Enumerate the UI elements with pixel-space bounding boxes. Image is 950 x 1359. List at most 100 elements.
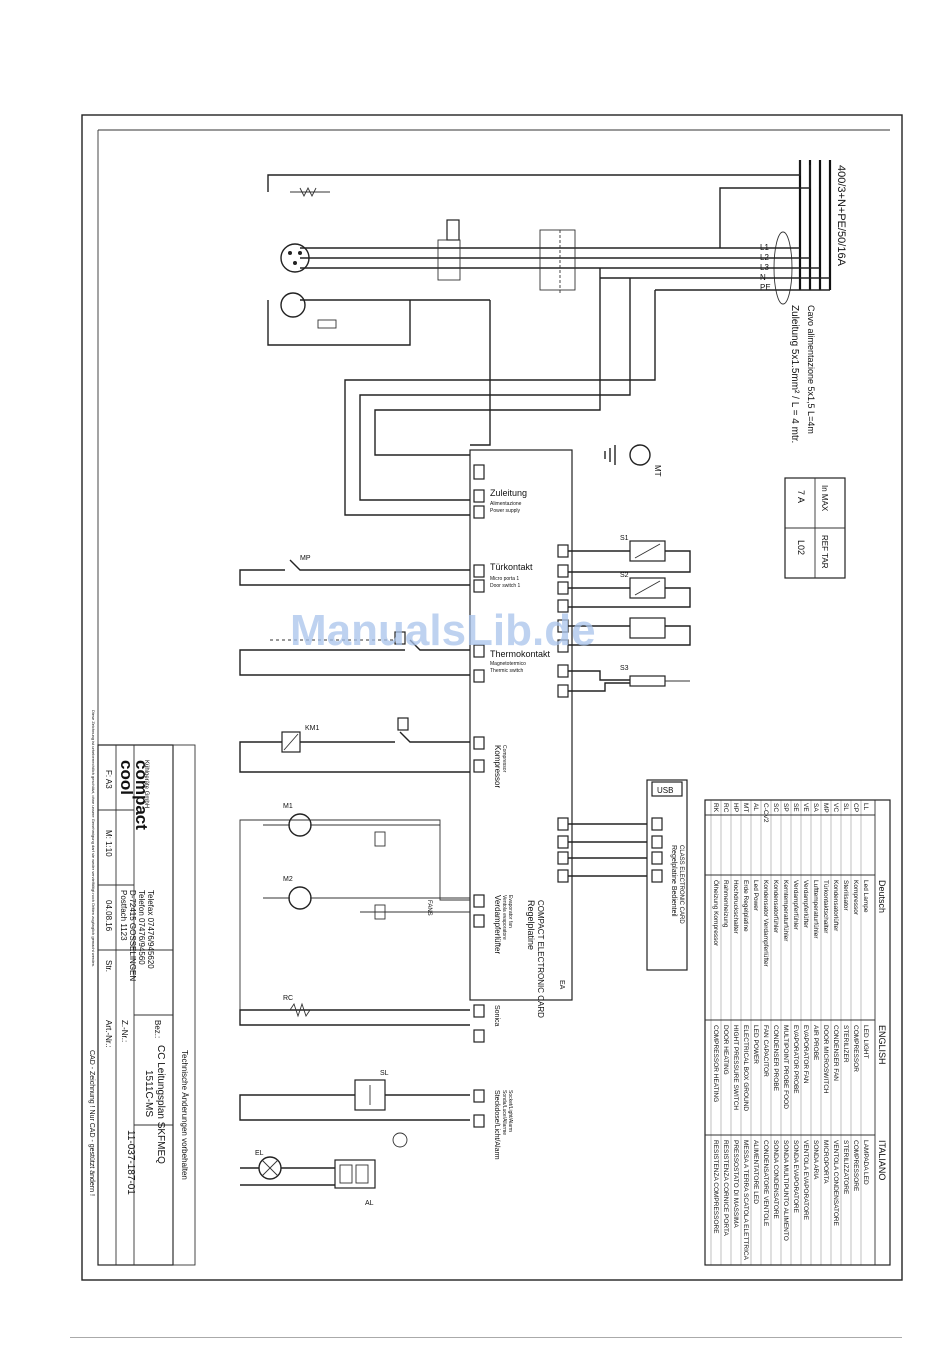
probe-s3-label: S3: [620, 665, 629, 672]
legend-code: RC: [722, 803, 729, 813]
legend-code: AL: [752, 803, 759, 811]
sterilizer-circuit: SL: [239, 1070, 470, 1121]
legend-italian: RESISTENZA COMPRESSORE: [712, 1140, 719, 1234]
legend-code: VE: [802, 803, 809, 812]
bez-value-2: 1511C-MS: [143, 1070, 154, 1117]
card-light-sub1: Sonda/Luce/Allarme: [501, 1090, 507, 1135]
legend-code: C-CV2: [762, 803, 769, 823]
card-door-sub1: Micro porta 1: [490, 576, 519, 582]
card-supply-sub2: Power supply: [490, 508, 521, 514]
legend-italian: LAMPADA LED: [862, 1140, 869, 1185]
sheet-frame: [81, 114, 903, 1281]
legend-english: HIGHT PRESSURE SWITCH: [732, 1025, 739, 1110]
legend-english: DOOR HEATING: [722, 1025, 729, 1075]
company-logo-top: cool: [117, 760, 136, 795]
legend-code: SC: [772, 803, 779, 812]
legend-code: SP: [782, 803, 789, 812]
legend-italian: VENTOLA EVAPORATORE: [802, 1140, 809, 1221]
legend-german: Led Lampe: [862, 880, 869, 913]
z-label: Z.-Nr.:: [120, 1020, 129, 1042]
motor-label: MT: [653, 465, 662, 477]
legend-german: Kondensatorlüfter: [832, 880, 839, 932]
legend-italian: SONDA CONDENSATORE: [772, 1140, 779, 1220]
legend-german: Ölheizung Kompressor: [712, 880, 720, 947]
fan-ref-label: FANS: [426, 900, 432, 916]
card-thermo-sub2: Thermic switch: [490, 668, 524, 674]
legend-code: HP: [732, 803, 739, 812]
legend-italian: COMPRESSORE: [852, 1140, 859, 1192]
page-footer-rule: [70, 1337, 902, 1338]
card-fan-sub2: Evaporator fan: [507, 895, 513, 928]
legend-german: Kondensatorfühler: [772, 880, 779, 934]
legend-header-0: Deutsch: [877, 880, 887, 913]
legend-header-2: ITALIANO: [877, 1140, 887, 1180]
card-light-label: Steckdose/Licht/Alarm: [493, 1090, 500, 1160]
legend-code: SL: [842, 803, 849, 811]
legend-italian: ALIMENTATORE LED: [752, 1140, 759, 1204]
electronic-card: Regelplatine COMPACT ELECTRONIC CARD EA …: [469, 449, 573, 1160]
legend-english: ELECTRICAL BOX GROUND: [742, 1025, 749, 1111]
copyright-note: Diese Zeichnung ist urheberrechtlich ges…: [91, 710, 96, 967]
company-sub: Kühlgeräte GmbH: [143, 760, 149, 808]
legend-header-1: ENGLISH: [877, 1025, 887, 1065]
card-light-sub2: Socket/Light/Alarm: [507, 1090, 513, 1132]
legend-english: COMPRESSOR: [852, 1025, 859, 1072]
legend-italian: SONDA MULTIPUNTO ALIMENTO: [782, 1140, 789, 1241]
legend-italian: SONDA ARIA: [812, 1140, 819, 1180]
legend-german: Kondensator Verdampferlüfter: [762, 880, 769, 968]
legend-german: Led Power: [752, 880, 759, 912]
legend-italian: VENTOLA CONDENSATORE: [832, 1140, 839, 1227]
card-fan-label: Verdampferlüfter: [493, 895, 502, 954]
ground-symbol: MT: [604, 444, 662, 477]
scale-label: M: 1:10: [104, 830, 113, 857]
title-block: Diese Zeichnung ist urheberrechtlich ges…: [88, 710, 196, 1266]
watermark: ManualsLib.de: [290, 606, 596, 655]
bez-value-1: CC Leitungsplan SKFMEQ: [155, 1045, 166, 1164]
legend-english: AIR PROBE: [812, 1025, 819, 1061]
legend-german: Rahmenheizung: [722, 880, 729, 928]
supply-label: 400/3+N+PE/50/16A: [835, 165, 847, 267]
card-sonic-label: Sonica: [493, 1005, 500, 1027]
legend-german: Kompressor: [852, 880, 859, 916]
card-thermo-label: Thermokontakt: [490, 649, 551, 659]
thermo-switch-circuit: [239, 631, 470, 676]
address-line-1: Postfach 1123: [119, 890, 128, 941]
heater-resistor-label: RC: [283, 995, 293, 1002]
probes-circuit: S1 S2 S3: [568, 535, 691, 692]
art-label: Art.-Nr.:: [104, 1020, 113, 1048]
rating-value-right: L02: [796, 540, 806, 555]
legend-italian: MICROPORTA: [822, 1140, 829, 1184]
legend-english: COMPRESSOR HEATING: [712, 1025, 719, 1102]
display-label: AL: [365, 1200, 374, 1207]
card-ea-label: EA: [558, 980, 565, 990]
power-supply-group: 400/3+N+PE/50/16A Zuleitung 5x1.5mm² / L…: [760, 160, 847, 443]
format-label: F: A3: [104, 770, 113, 789]
compressor-relay-circuit: KM1: [239, 717, 470, 773]
legend-code: SE: [792, 803, 799, 812]
legend-english: STERILIZER: [842, 1025, 849, 1063]
legend-english: LED LIGHT: [862, 1025, 869, 1059]
fan-m2-label: M2: [283, 876, 293, 883]
fan-m1-label: M1: [283, 803, 293, 810]
contactor-km1: [437, 219, 576, 295]
legend-italian: MESSA A TERRA SCATOLA ELETTRICA: [742, 1140, 749, 1261]
legend-italian: RESISTENZA CORNICE PORTA: [722, 1140, 729, 1236]
legend-code: MT: [742, 803, 749, 812]
card-compressor-sub: Compressor: [501, 745, 507, 773]
legend-english: EVAPORATOR FAN: [802, 1025, 809, 1084]
legend-code: CP: [852, 803, 859, 812]
legend-german: Erde Regelplatine: [742, 880, 749, 932]
door-switch-circuit: MP: [239, 555, 470, 586]
compressor-relay-label: KM1: [305, 725, 320, 732]
legend-code: RK: [712, 803, 719, 813]
card-supply-sub1: Alimentazione: [490, 501, 522, 507]
probe-s1-label: S1: [620, 535, 629, 542]
card-door-sub2: Door switch 1: [490, 583, 521, 589]
company-logo-bottom: compact: [132, 760, 151, 830]
sterilizer-label: SL: [380, 1070, 389, 1077]
heater-circuit: RC: [239, 995, 470, 1026]
legend-english: EVAPORATOR PROBE: [792, 1025, 799, 1094]
cad-note: CAD - Zeichnung ! Nur CAD - gestützt änd…: [88, 1050, 95, 1196]
